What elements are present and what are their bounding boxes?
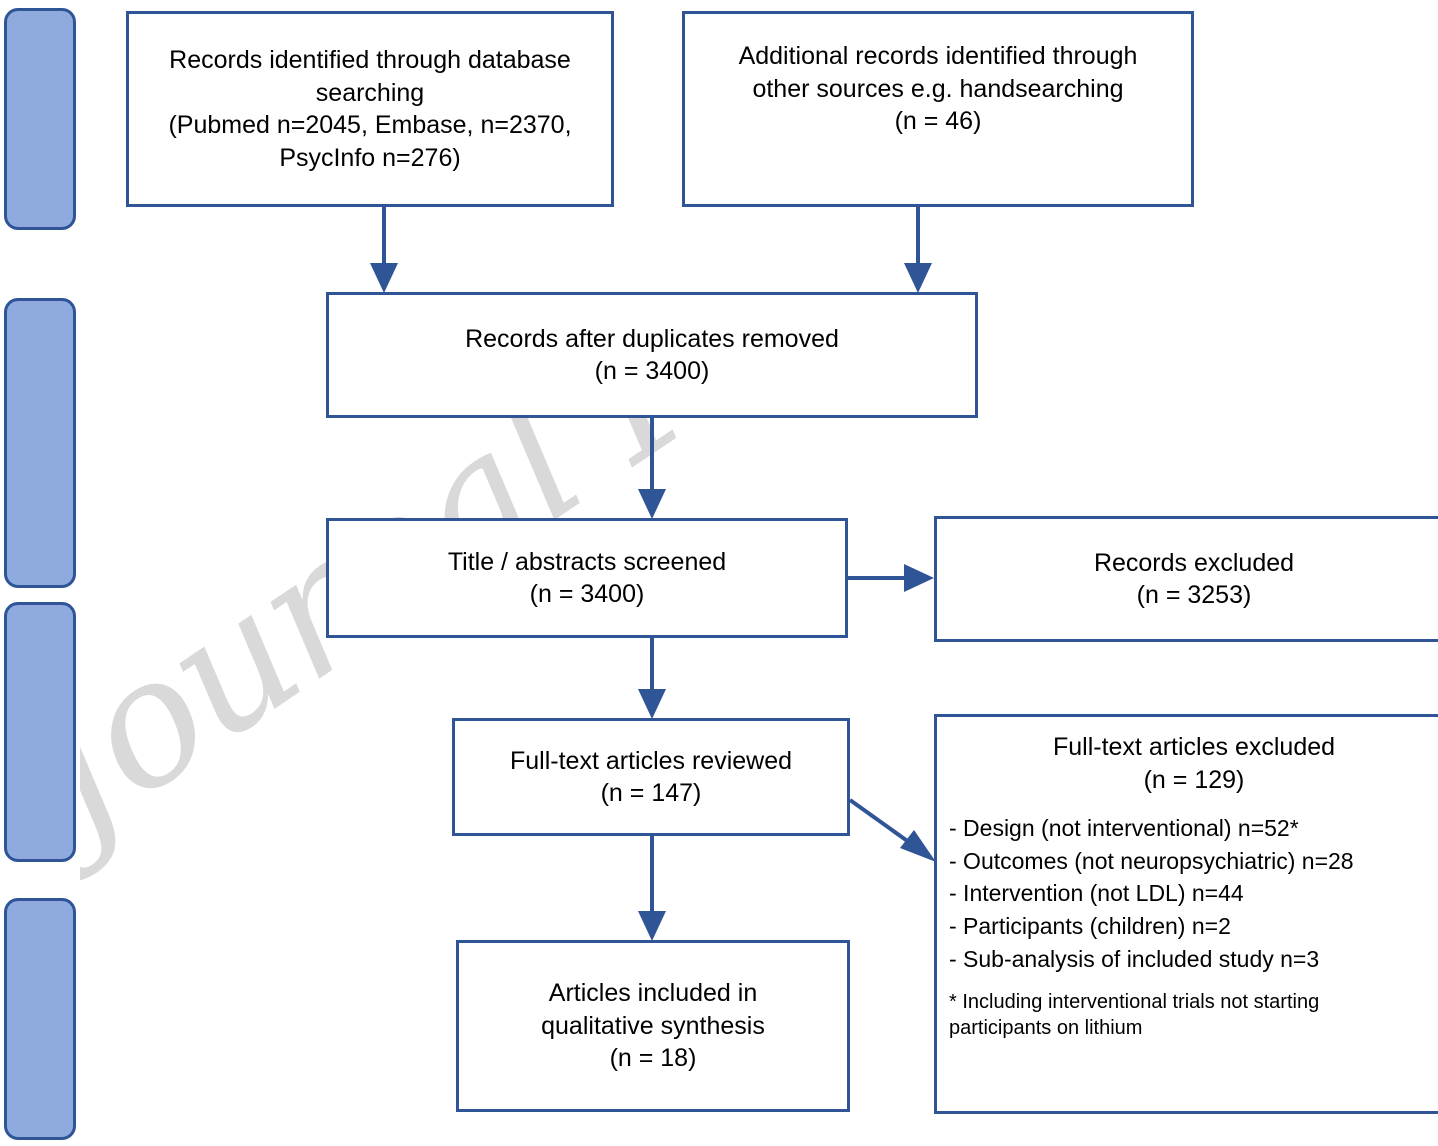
footnote-line: * Including interventional trials not st… bbox=[949, 991, 1320, 1014]
box-line: Title / abstracts screened bbox=[447, 547, 727, 576]
box-line: Records identified through database bbox=[169, 46, 571, 74]
box-line: (n = 3400) bbox=[594, 357, 710, 385]
list-item: - Sub-analysis of included study n=3 bbox=[949, 945, 1320, 972]
list-item: - Design (not interventional) n=52* bbox=[949, 815, 1299, 841]
box-line: (n = 3400) bbox=[529, 580, 645, 608]
fulltext-excluded-heading: Full-text articles excluded (n = 129) bbox=[949, 731, 1438, 796]
box-fulltext-articles-excluded: Full-text articles excluded (n = 129) - … bbox=[934, 714, 1438, 1114]
box-line: other sources e.g. handsearching bbox=[752, 74, 1124, 103]
arrow-titles-screened-to-records-excluded bbox=[848, 564, 934, 592]
arrow-duplicates-to-titles-screened bbox=[638, 418, 666, 519]
box-title-abstracts-screened: Title / abstracts screened (n = 3400) bbox=[326, 518, 848, 638]
stage-bar-included bbox=[4, 898, 76, 1140]
box-line: PsycInfo n=276) bbox=[279, 143, 461, 172]
box-line: Records excluded bbox=[1093, 548, 1295, 577]
stage-bar-screening bbox=[4, 298, 76, 588]
box-records-identified-database: Records identified through database sear… bbox=[126, 11, 614, 207]
footnote-line: participants on lithium bbox=[949, 1017, 1143, 1040]
arrow-titles-screened-to-fulltext-reviewed bbox=[638, 638, 666, 719]
arrow-database-search-to-duplicates bbox=[370, 207, 398, 293]
box-line: searching bbox=[315, 78, 425, 107]
box-line: (n = 129) bbox=[1143, 765, 1245, 794]
box-line: Full-text articles reviewed bbox=[509, 746, 793, 775]
list-item: - Participants (children) n=2 bbox=[949, 912, 1231, 939]
fulltext-excluded-footnote: * Including interventional trials not st… bbox=[949, 989, 1438, 1041]
arrow-fulltext-reviewed-to-included bbox=[638, 836, 666, 941]
box-records-excluded: Records excluded (n = 3253) bbox=[934, 516, 1438, 642]
fulltext-excluded-reason-list: - Design (not interventional) n=52* - Ou… bbox=[949, 812, 1438, 975]
list-item: - Outcomes (not neuropsychiatric) n=28 bbox=[949, 847, 1354, 874]
box-line: (n = 46) bbox=[894, 107, 982, 135]
list-item: - Intervention (not LDL) n=44 bbox=[949, 880, 1244, 907]
box-fulltext-articles-reviewed: Full-text articles reviewed (n = 147) bbox=[452, 718, 850, 836]
box-records-after-duplicates-removed: Records after duplicates removed (n = 34… bbox=[326, 292, 978, 418]
box-line: Full-text articles excluded bbox=[1052, 733, 1336, 761]
box-line: (n = 147) bbox=[600, 779, 702, 807]
box-line: (n = 18) bbox=[609, 1044, 697, 1073]
box-line: (n = 3253) bbox=[1136, 581, 1252, 609]
arrow-other-sources-to-duplicates bbox=[904, 207, 932, 293]
box-records-identified-other-sources: Additional records identified through ot… bbox=[682, 11, 1194, 207]
box-line: (Pubmed n=2045, Embase, n=2370, bbox=[168, 111, 572, 139]
stage-bar-identification bbox=[4, 8, 76, 230]
box-line: qualitative synthesis bbox=[541, 1011, 765, 1040]
box-line: Articles included in bbox=[548, 979, 758, 1008]
box-articles-included-qualitative-synthesis: Articles included in qualitative synthes… bbox=[456, 940, 850, 1112]
arrow-fulltext-reviewed-to-fulltext-excluded bbox=[848, 798, 936, 862]
box-line: Records after duplicates removed bbox=[465, 324, 839, 353]
stage-bar-eligibility bbox=[4, 602, 76, 862]
box-line: Additional records identified through bbox=[738, 42, 1138, 70]
